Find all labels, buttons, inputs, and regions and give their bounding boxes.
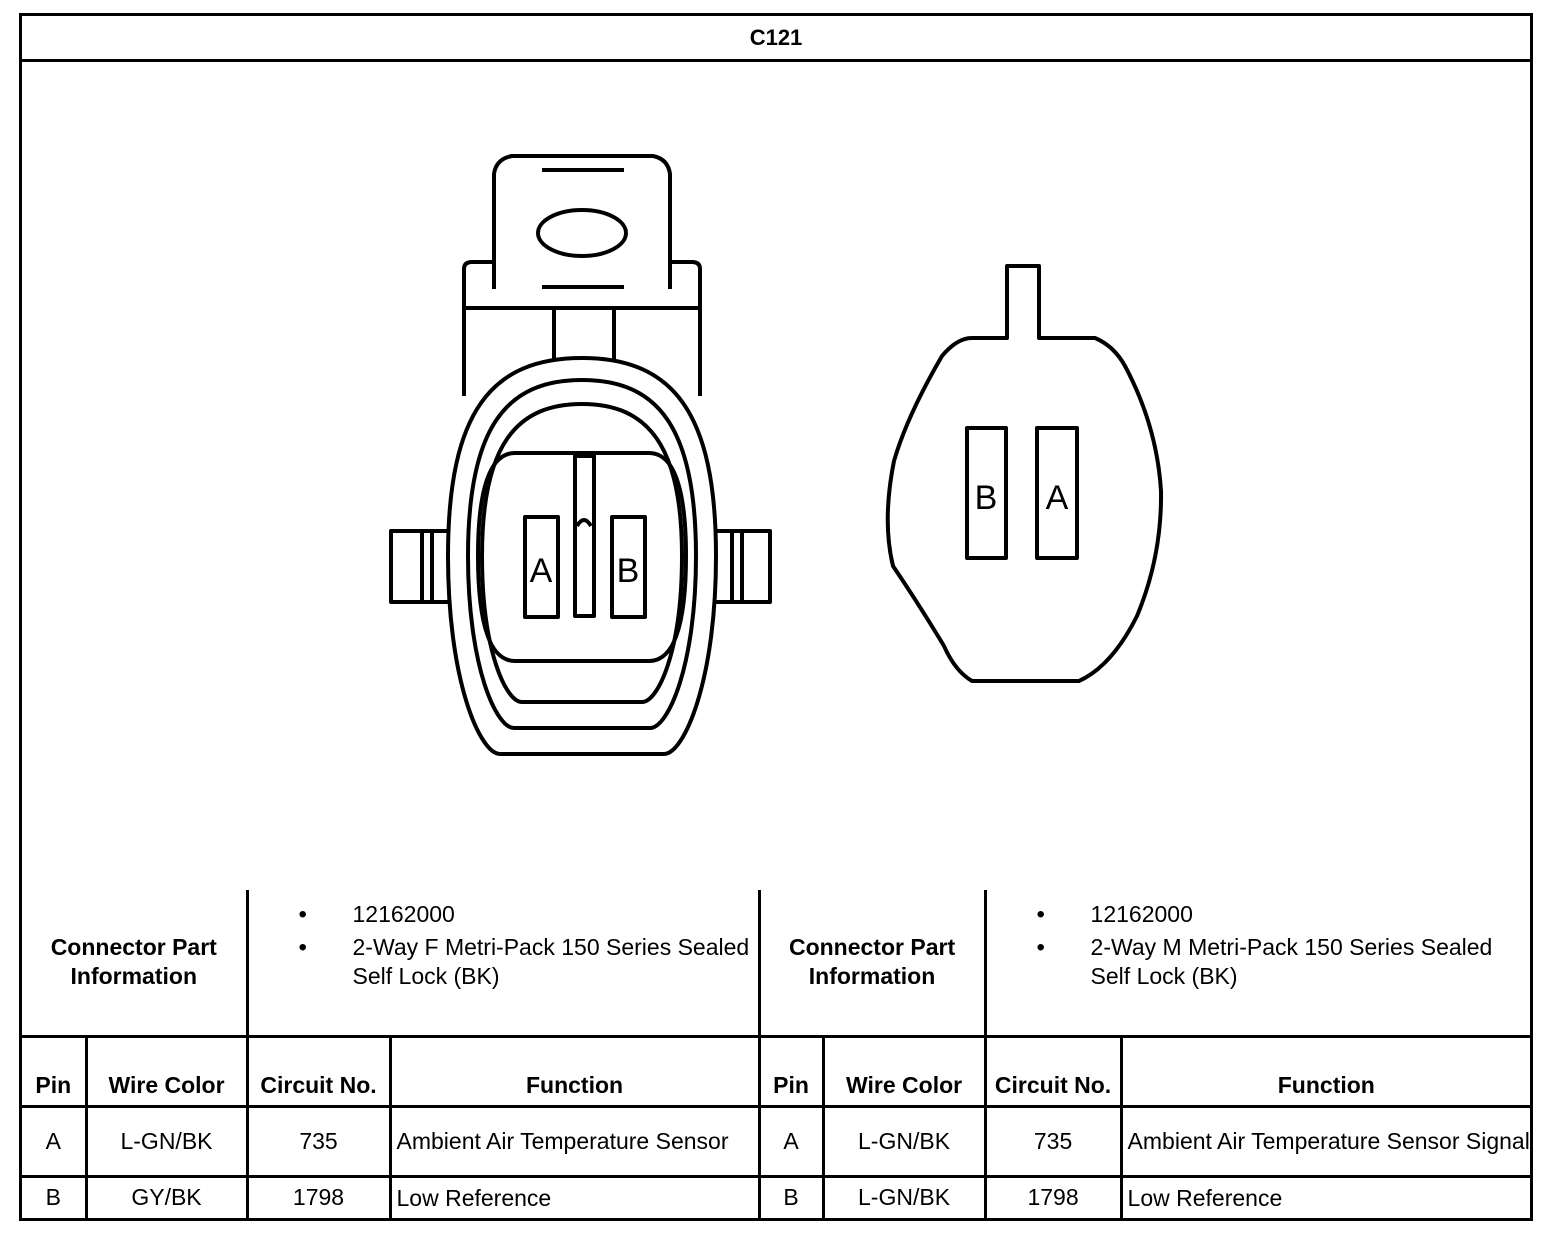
male-connector-outline <box>885 264 1164 683</box>
function-cell: Low Reference <box>388 1174 761 1218</box>
wire-color-cell: GY/BK <box>84 1174 249 1218</box>
female-cavity-label-a: A <box>530 552 553 590</box>
connector-title: C121 <box>22 16 1530 62</box>
function-cell: Ambient Air Temperature Sensor Signal <box>1119 1104 1531 1178</box>
male-cavity-label-b: B <box>975 479 998 517</box>
right-part-info: 12162000 2-Way M Metri-Pack 150 Series S… <box>983 890 1531 1038</box>
right-part-info-label: Connector Part Information <box>757 890 987 1038</box>
left-part-description: 2-Way F Metri-Pack 150 Series Sealed Sel… <box>299 933 758 991</box>
right-part-number: 12162000 <box>1037 900 1531 929</box>
connector-info-table: Connector Part Information 12162000 2-Wa… <box>22 890 1531 1218</box>
header-function: Function <box>388 1034 761 1108</box>
circuit-cell: 1798 <box>245 1174 392 1218</box>
wire-color-cell: L-GN/BK <box>821 1104 987 1178</box>
right-part-description: 2-Way M Metri-Pack 150 Series Sealed Sel… <box>1037 933 1531 991</box>
connector-sheet: A B B A C121 Connector Part Information … <box>19 13 1533 1221</box>
circuit-cell: 1798 <box>983 1174 1123 1218</box>
male-cavity-label-a: A <box>1046 479 1069 517</box>
header-function: Function <box>1119 1034 1531 1108</box>
circuit-cell: 735 <box>983 1104 1123 1178</box>
pin-cell: B <box>22 1174 88 1218</box>
wire-color-cell: L-GN/BK <box>84 1104 249 1178</box>
circuit-cell: 735 <box>245 1104 392 1178</box>
left-part-info-label: Connector Part Information <box>22 890 249 1038</box>
table-row: B GY/BK 1798 Low Reference B L-GN/BK 179… <box>22 1174 1531 1218</box>
female-cavity-label-b: B <box>617 552 640 590</box>
female-connector-outline <box>389 154 772 756</box>
left-part-info: 12162000 2-Way F Metri-Pack 150 Series S… <box>245 890 761 1038</box>
wire-color-cell: L-GN/BK <box>821 1174 987 1218</box>
connector-drawing: A B B A <box>389 154 1164 756</box>
header-wire-color: Wire Color <box>821 1034 987 1108</box>
header-wire-color: Wire Color <box>84 1034 249 1108</box>
table-row: A L-GN/BK 735 Ambient Air Temperature Se… <box>22 1104 1531 1178</box>
left-part-number: 12162000 <box>299 900 758 929</box>
header-circuit-no: Circuit No. <box>245 1034 392 1108</box>
header-circuit-no: Circuit No. <box>983 1034 1123 1108</box>
pin-cell: A <box>22 1104 88 1178</box>
pin-cell: A <box>757 1104 825 1178</box>
function-cell: Low Reference <box>1119 1174 1531 1218</box>
function-cell: Ambient Air Temperature Sensor <box>388 1104 761 1178</box>
header-pin: Pin <box>757 1034 825 1108</box>
pin-cell: B <box>757 1174 825 1218</box>
header-pin: Pin <box>22 1034 88 1108</box>
